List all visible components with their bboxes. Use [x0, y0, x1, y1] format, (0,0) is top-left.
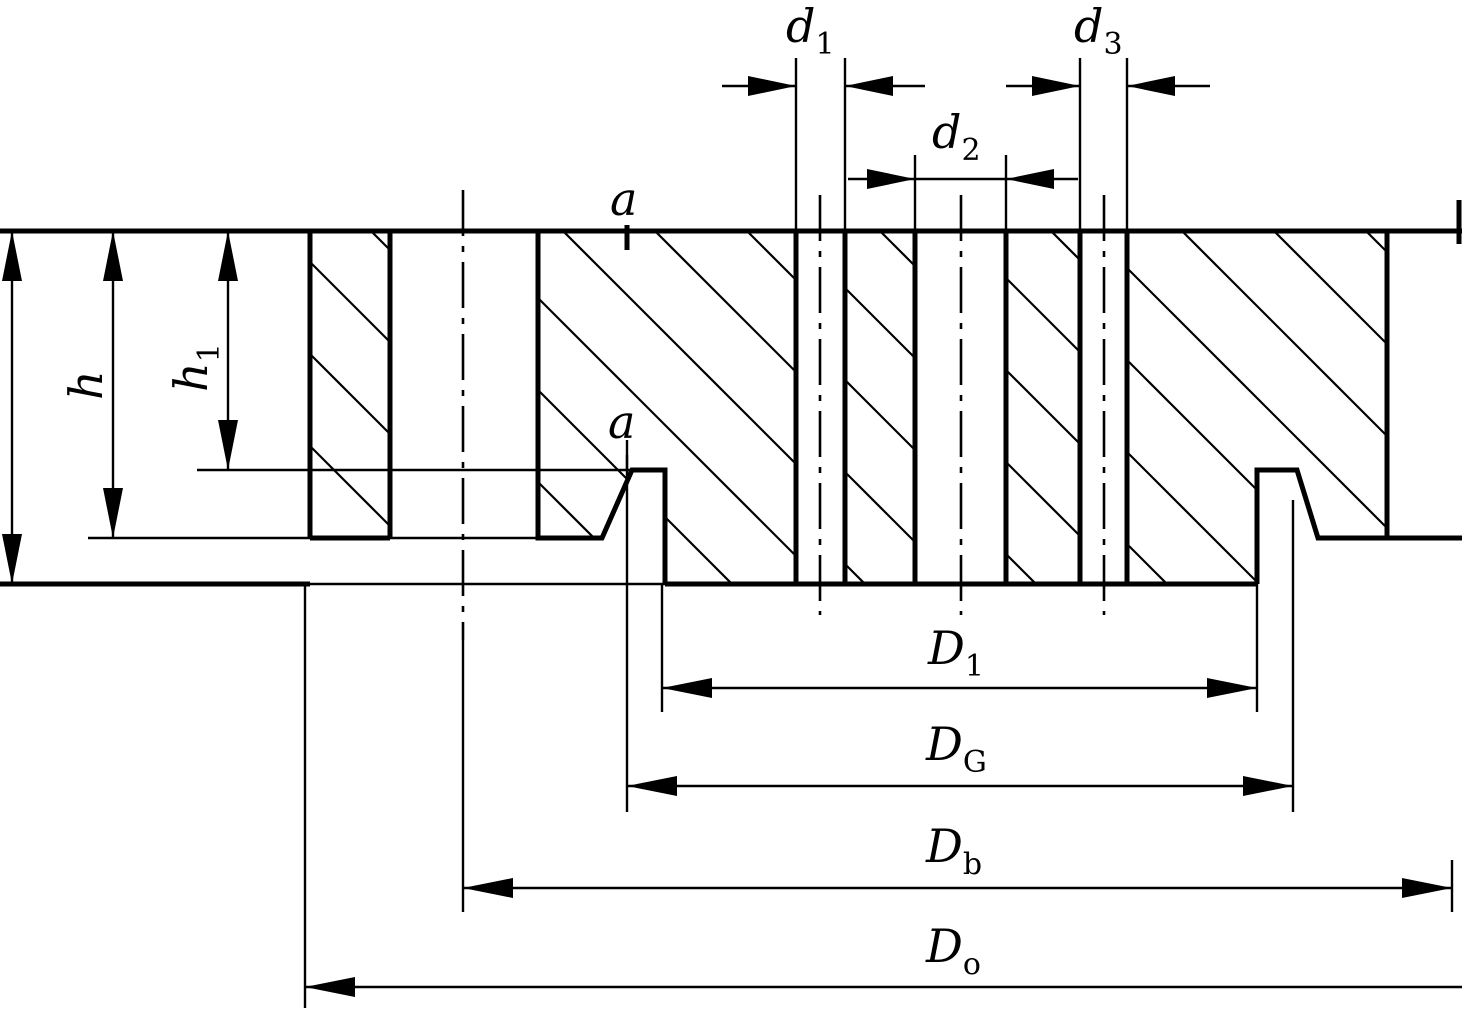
hatch-line [1006, 276, 1080, 354]
hatch-region-strip-2 [1006, 231, 1080, 584]
label-h1: h1 [164, 343, 227, 392]
hatch-line [538, 231, 733, 584]
extension-lines [303, 58, 1454, 1008]
hatch-line [1273, 231, 1387, 584]
centerlines [461, 190, 1106, 640]
label-h: h [59, 370, 113, 400]
hatch-line [310, 352, 390, 436]
hatch-region-right-body [1127, 231, 1387, 584]
hatch-line [538, 231, 549, 584]
label-a-top: a [610, 172, 637, 226]
hatch-line [1127, 231, 1168, 584]
hatch-line [1127, 231, 1352, 584]
label-d2: d2 [932, 105, 981, 168]
label-d3: d3 [1074, 0, 1123, 62]
hatch-line [310, 260, 390, 344]
hatch-line [1127, 231, 1260, 584]
label-Do: Do [925, 919, 981, 982]
label-d1: d1 [786, 0, 835, 62]
label-a-mid: a [608, 395, 635, 449]
label-D1: D1 [927, 621, 984, 684]
hatch-line [845, 378, 915, 452]
hatch-line [1181, 231, 1387, 584]
label-Db: Db [925, 819, 982, 882]
hatch-line [1006, 460, 1080, 538]
hatch-line [845, 470, 915, 544]
hatch-line [879, 231, 915, 268]
dimension-lines [2, 76, 1462, 997]
hatch-line [654, 231, 796, 584]
section-outline [0, 200, 1462, 587]
hatch-line [1006, 368, 1080, 446]
hatch-line [746, 231, 796, 584]
hatch-line [845, 286, 915, 360]
hatch-region-left-body [538, 231, 796, 584]
hatch-line [538, 231, 641, 584]
hatch-line [1365, 231, 1387, 584]
hatch-line [310, 444, 390, 528]
hatch-line [1006, 552, 1037, 584]
hatch-line [1127, 231, 1387, 584]
hatch-line [538, 231, 796, 584]
reference-lines [88, 468, 1257, 586]
hatch-line [845, 562, 866, 584]
hatch-line [310, 536, 311, 538]
hatch-line [370, 231, 390, 252]
hatch-line [562, 231, 796, 584]
label-DG: DG [925, 717, 987, 780]
hatch-region-outer-ring [310, 231, 390, 538]
